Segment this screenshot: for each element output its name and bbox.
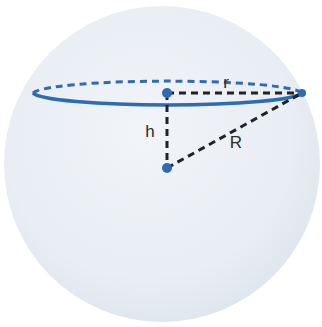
sphere-radius-label: R	[230, 134, 242, 151]
sphere-center-dot	[162, 163, 172, 173]
circle-center-dot	[162, 88, 172, 98]
edge-point-dot	[298, 89, 306, 97]
height-label: h	[145, 123, 154, 140]
small-radius-line	[167, 92, 302, 95]
height-line	[166, 93, 169, 168]
radius-label: r	[223, 74, 229, 91]
sphere	[4, 6, 320, 322]
sphere-radius-line	[167, 93, 302, 168]
